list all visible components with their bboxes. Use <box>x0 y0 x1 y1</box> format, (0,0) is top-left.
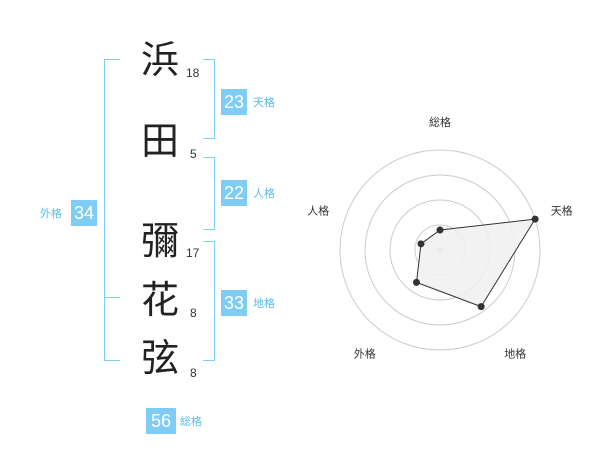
tenkaku-value: 23 <box>221 89 247 115</box>
name-char-4: 花 <box>140 278 179 322</box>
name-char-5: 弦 <box>140 336 179 380</box>
stroke-count-4: 8 <box>190 306 197 320</box>
jinkaku-label: 人格 <box>253 187 275 200</box>
radar-point-2 <box>531 215 539 223</box>
chikaku-bracket <box>203 241 215 361</box>
radar-axis-label-4: 外格 <box>354 347 376 361</box>
tenkaku-label: 天格 <box>253 96 275 109</box>
radar-axis-label-1: 総格 <box>429 115 451 129</box>
radar-point-5 <box>417 240 425 248</box>
radar-point-3 <box>477 303 485 311</box>
stroke-count-1: 18 <box>186 66 200 80</box>
stroke-count-2: 5 <box>190 147 197 161</box>
outer-bracket-tick <box>104 297 120 298</box>
soukaku-value: 56 <box>146 408 176 434</box>
radar-point-1 <box>436 226 444 234</box>
radar-axis-label-2: 天格 <box>551 203 573 217</box>
jinkaku-bracket <box>203 157 215 230</box>
name-char-3: 彌 <box>140 219 179 263</box>
chikaku-label: 地格 <box>253 297 275 310</box>
gaikaku-value: 34 <box>71 200 97 226</box>
chikaku-value: 33 <box>221 290 247 316</box>
gaikaku-label: 外格 <box>40 207 62 220</box>
stroke-count-3: 17 <box>186 246 200 260</box>
tenkaku-bracket <box>203 59 215 139</box>
radar-axis-label-5: 人格 <box>307 203 329 217</box>
radar-data-polygon <box>415 218 537 308</box>
radar-ring-4 <box>339 149 541 351</box>
radar-axis-label-3: 地格 <box>504 347 526 361</box>
radar-point-4 <box>412 278 420 286</box>
outer-bracket <box>104 59 120 361</box>
name-char-1: 浜 <box>140 38 179 82</box>
name-char-2: 田 <box>140 119 179 163</box>
soukaku-label: 総格 <box>180 415 202 428</box>
jinkaku-value: 22 <box>221 180 247 206</box>
stroke-count-5: 8 <box>190 366 197 380</box>
